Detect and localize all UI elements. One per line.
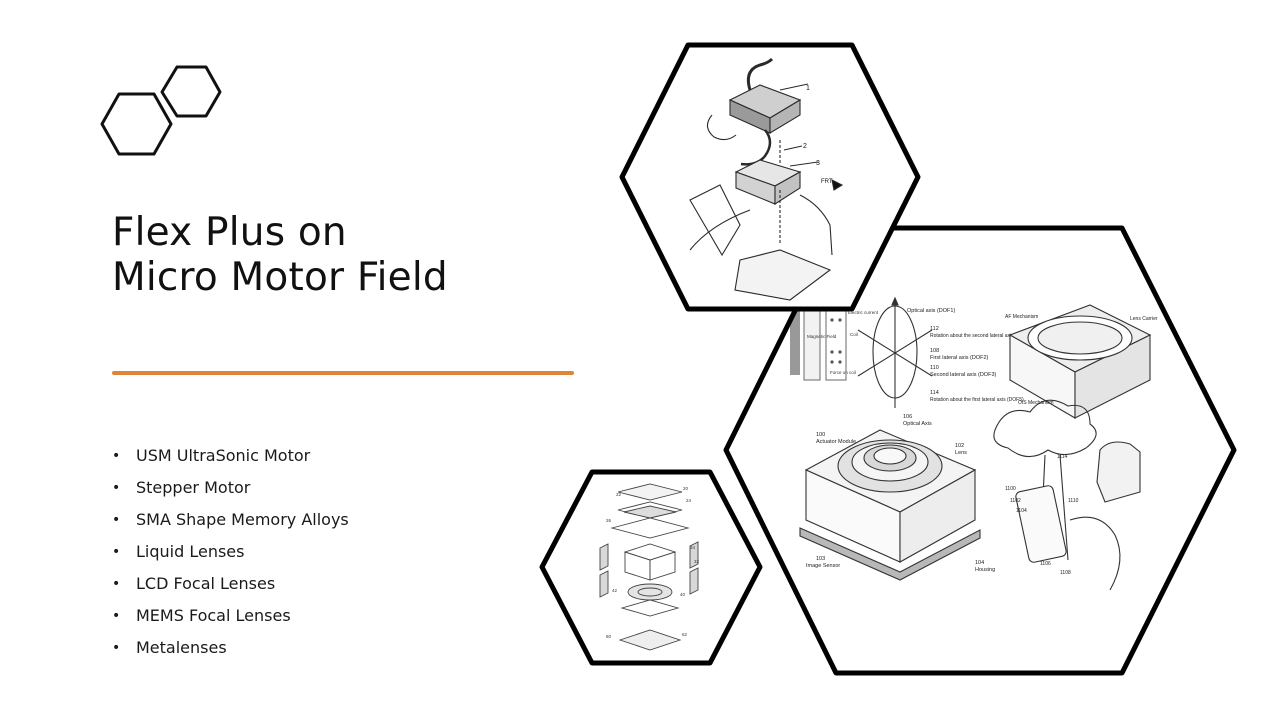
bullet-dot: • (112, 512, 121, 528)
label-electric-current: Electric current (848, 310, 879, 315)
bullet-dot: • (112, 576, 121, 592)
label-frt: FRT (821, 179, 833, 185)
label-1106: 1106 (1040, 561, 1051, 567)
label-100: 100 (816, 432, 825, 438)
label-ois-mechanism: OIS Mechanism (1018, 400, 1054, 406)
bullet-item: • Metalenses (112, 632, 349, 664)
bullet-dot: • (112, 544, 121, 560)
label-1: 1 (806, 85, 810, 92)
label-104: 104 (975, 560, 984, 566)
label-magnetic-field: Magnetic Field (807, 334, 837, 339)
bullet-item: • LCD Focal Lenses (112, 568, 349, 600)
label-42: 42 (612, 588, 618, 593)
label-rotation-first-axis: Rotation about the first lateral axis (D… (930, 397, 1024, 403)
label-3: 3 (816, 160, 820, 167)
label-24: 24 (686, 498, 692, 503)
label-1114: 1114 (1057, 454, 1068, 460)
slide-title-line-2: Micro Motor Field (112, 255, 448, 300)
bullet-item: • Stepper Motor (112, 472, 349, 504)
bullet-text: Liquid Lenses (136, 542, 245, 561)
label-34: 34 (690, 545, 696, 550)
label-1108: 1108 (1060, 570, 1071, 576)
top-hexagon-frame (619, 42, 921, 312)
magnetic-field-diagram: Electric current Magnetic Field Coil For… (790, 299, 879, 381)
label-1104: 1104 (1016, 508, 1027, 514)
label-103: 103 (816, 556, 825, 562)
label-32: 32 (694, 559, 700, 564)
dof-axis-diagram: Optical axis (DOF1) 112 Rotation about t… (857, 296, 1032, 408)
small-hexagon-image: 20 22 24 26 32 34 40 42 60 62 (539, 469, 763, 666)
label-114: 114 (930, 390, 939, 396)
label-first-lateral-axis: First lateral axis (DOF2) (930, 355, 989, 361)
label-1102: 1102 (1010, 498, 1021, 504)
top-hexagon-image: 1 2 3 FRT (619, 42, 921, 312)
label-lens: Lens (955, 450, 967, 456)
label-62: 62 (682, 632, 688, 637)
label-1110: 1110 (1068, 498, 1079, 504)
bullet-text: LCD Focal Lenses (136, 574, 276, 593)
label-1100: 1100 (1005, 486, 1016, 492)
label-af-mechanism: AF Mechanism (1005, 314, 1038, 320)
label-22: 22 (616, 492, 622, 497)
label-20: 20 (683, 486, 689, 491)
hexagon-logo-icon (100, 65, 222, 156)
engine-module-patent-drawing: 1 2 3 FRT (689, 57, 844, 301)
bullet-text: Stepper Motor (136, 478, 251, 497)
bullet-dot: • (112, 448, 121, 464)
bullet-item: • MEMS Focal Lenses (112, 600, 349, 632)
label-housing: Housing (975, 567, 995, 573)
bullet-text: MEMS Focal Lenses (136, 606, 291, 625)
label-2: 2 (803, 143, 807, 150)
label-112: 112 (930, 326, 939, 332)
bullet-item: • USM UltraSonic Motor (112, 440, 349, 472)
label-106: 106 (903, 414, 912, 420)
label-rotation-second-axis: Rotation about the second lateral axis (… (930, 333, 1032, 339)
bullet-list: • USM UltraSonic Motor • Stepper Motor • SM… (112, 440, 349, 664)
label-optical-axis-dof1: Optical axis (DOF1) (907, 308, 955, 314)
label-102: 102 (955, 443, 964, 449)
actuator-patent-drawing: Electric current Magnetic Field Coil For… (790, 296, 1158, 591)
label-second-lateral-axis: Second lateral axis (DOF3) (930, 372, 996, 378)
logo-hexagon-large (100, 92, 173, 156)
exploded-actuator-drawing: 20 22 24 26 32 34 40 42 60 62 (599, 483, 700, 651)
logo-hexagon-small (160, 65, 222, 118)
label-40: 40 (680, 592, 686, 597)
label-optical-axis: Optical Axis (903, 421, 932, 427)
bullet-text: Metalenses (136, 638, 227, 657)
accent-divider (112, 371, 574, 375)
label-coil: Coil (850, 332, 858, 337)
bullet-dot: • (112, 608, 121, 624)
label-force-on-coil: Force on coil (830, 370, 856, 375)
slide-title-line-1: Flex Plus on (112, 210, 347, 255)
label-26: 26 (606, 518, 612, 523)
actuator-module-drawing: 106 Optical Axis 100 Actuator Module 102… (799, 414, 995, 581)
bullet-text: USM UltraSonic Motor (136, 446, 311, 465)
bullet-text: SMA Shape Memory Alloys (136, 510, 349, 529)
slide-title: Flex Plus on Micro Motor Field (112, 210, 448, 300)
label-lens-carrier: Lens Carrier (1130, 316, 1158, 322)
bullet-dot: • (112, 480, 121, 496)
label-image-sensor: Image Sensor (806, 563, 840, 569)
label-108: 108 (930, 348, 939, 354)
phone-use-drawing: 1114 1100 1102 1110 1104 1106 1108 (993, 399, 1141, 591)
bullet-item: • SMA Shape Memory Alloys (112, 504, 349, 536)
label-60: 60 (606, 634, 612, 639)
bullet-dot: • (112, 640, 121, 656)
small-hexagon-frame (539, 469, 763, 666)
label-actuator-module: Actuator Module (816, 439, 856, 445)
label-110: 110 (930, 365, 939, 371)
af-ois-mechanism-drawing: AF Mechanism Lens Carrier OIS Mechanism (1005, 304, 1158, 419)
bullet-item: • Liquid Lenses (112, 536, 349, 568)
